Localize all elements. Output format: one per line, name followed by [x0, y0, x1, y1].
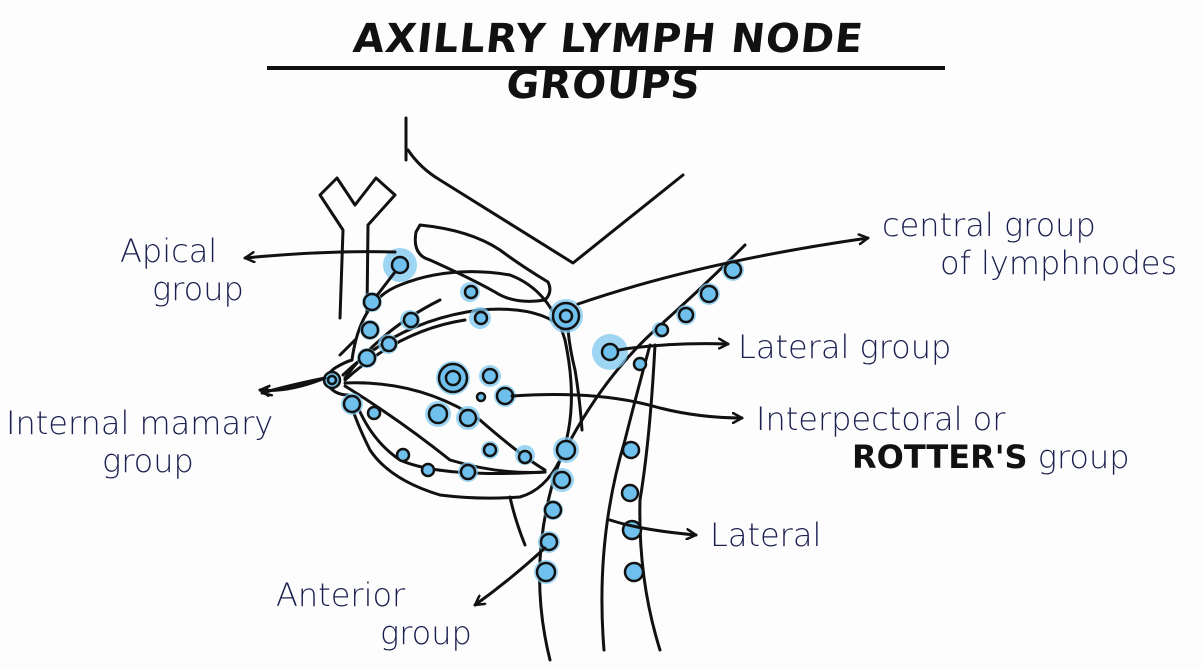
breast-outline [258, 270, 573, 547]
label-apical-line1: Apical [120, 232, 218, 270]
label-internal-mammary-line1: Internal mamary [6, 404, 274, 442]
title-underline [267, 66, 945, 70]
label-anterior-line1: Anterior [276, 576, 406, 614]
label-central: central group of lymphnodes [882, 206, 1177, 282]
central-nodes [551, 301, 581, 331]
apical-node [360, 320, 380, 340]
lateral-nodes [620, 440, 645, 583]
neck-outline [404, 116, 685, 265]
lateral-arrow [608, 518, 698, 535]
apical-node [362, 292, 382, 312]
apical-arrow [243, 250, 397, 258]
label-central-line1: central group [882, 206, 1096, 244]
label-interpectoral-group: group [1037, 438, 1130, 476]
label-lateral-group: Lateral group [738, 328, 952, 366]
lateral-group-nodes [600, 260, 743, 372]
anterior-nodes [535, 439, 577, 583]
apical-node [357, 348, 377, 368]
label-interpectoral-line1: Interpectoral or [756, 400, 1006, 438]
apical-nodes [357, 255, 410, 368]
anterior-arrow [473, 546, 547, 607]
label-apical: Apical group [120, 232, 244, 308]
label-anterior: Anterior group [276, 576, 472, 652]
interpectoral-arrow [510, 393, 744, 419]
label-central-line2: of lymphnodes [940, 244, 1178, 282]
label-internal-mammary-line2: group [102, 442, 194, 480]
label-arrows [243, 238, 870, 607]
label-apical-line2: group [152, 270, 244, 308]
label-lateral: Lateral [710, 516, 822, 554]
y-vessel [318, 176, 397, 320]
breast-nodes [322, 284, 533, 481]
label-internal-mammary: Internal mamary group [6, 404, 273, 480]
label-interpectoral: Interpectoral or ROTTER'S group [756, 400, 1130, 476]
label-rotters: ROTTER'S [852, 438, 1028, 476]
apical-node [390, 255, 410, 275]
lateral-group-arrow [616, 344, 730, 352]
label-anterior-line2: group [380, 614, 472, 652]
internal-mammary-arrow [260, 376, 327, 393]
central-arrow [576, 238, 870, 306]
